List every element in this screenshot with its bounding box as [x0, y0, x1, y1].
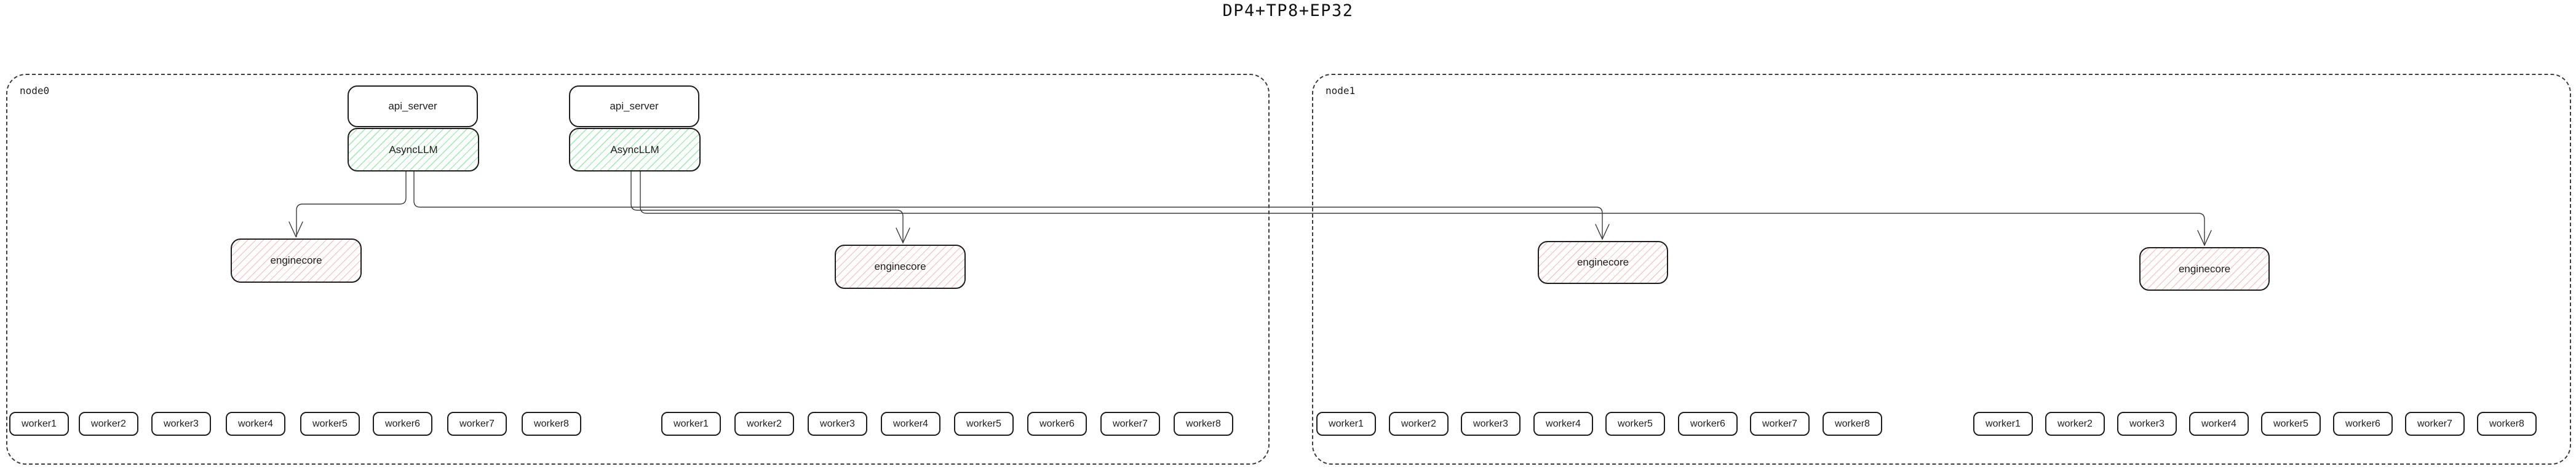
worker-box: worker4 — [2189, 412, 2249, 436]
worker-box: worker2 — [1389, 412, 1449, 436]
api-server-box-2: api_server — [569, 85, 699, 127]
worker-box: worker5 — [2261, 412, 2321, 436]
worker-box: worker2 — [734, 412, 794, 436]
worker-box: worker4 — [1533, 412, 1593, 436]
enginecore-box-2: enginecore — [835, 245, 966, 289]
worker-box: worker2 — [2045, 412, 2105, 436]
asyncllm-box-2: AsyncLLM — [569, 128, 701, 171]
worker-box: worker5 — [954, 412, 1014, 436]
worker-box: worker2 — [79, 412, 138, 436]
worker-box: worker1 — [661, 412, 721, 436]
worker-box: worker5 — [300, 412, 360, 436]
worker-box: worker1 — [9, 412, 69, 436]
worker-box: worker7 — [1750, 412, 1810, 436]
node1-group: node1 — [1312, 74, 2571, 465]
worker-box: worker7 — [1100, 412, 1160, 436]
worker-box: worker6 — [373, 412, 432, 436]
enginecore-box-4: enginecore — [2139, 247, 2270, 291]
worker-box: worker4 — [881, 412, 940, 436]
worker-box: worker3 — [808, 412, 867, 436]
worker-box: worker6 — [2333, 412, 2393, 436]
node1-label: node1 — [1326, 85, 1356, 97]
worker-box: worker7 — [447, 412, 507, 436]
worker-box: worker8 — [1174, 412, 1233, 436]
worker-box: worker5 — [1605, 412, 1665, 436]
worker-box: worker7 — [2405, 412, 2465, 436]
enginecore-box-1: enginecore — [231, 238, 362, 283]
worker-box: worker3 — [1461, 412, 1521, 436]
node0-group: node0 — [6, 74, 1270, 465]
worker-box: worker6 — [1678, 412, 1738, 436]
diagram-title: DP4+TP8+EP32 — [1222, 1, 1354, 20]
enginecore-box-3: enginecore — [1538, 241, 1668, 284]
worker-box: worker8 — [2477, 412, 2537, 436]
api-server-box-1: api_server — [348, 85, 478, 127]
worker-box: worker3 — [2117, 412, 2177, 436]
worker-box: worker1 — [1316, 412, 1376, 436]
worker-box: worker3 — [151, 412, 211, 436]
worker-box: worker4 — [226, 412, 285, 436]
asyncllm-box-1: AsyncLLM — [348, 128, 479, 171]
worker-box: worker1 — [1973, 412, 2033, 436]
node0-label: node0 — [20, 85, 50, 97]
worker-box: worker8 — [1823, 412, 1882, 436]
worker-box: worker8 — [522, 412, 581, 436]
worker-box: worker6 — [1027, 412, 1087, 436]
